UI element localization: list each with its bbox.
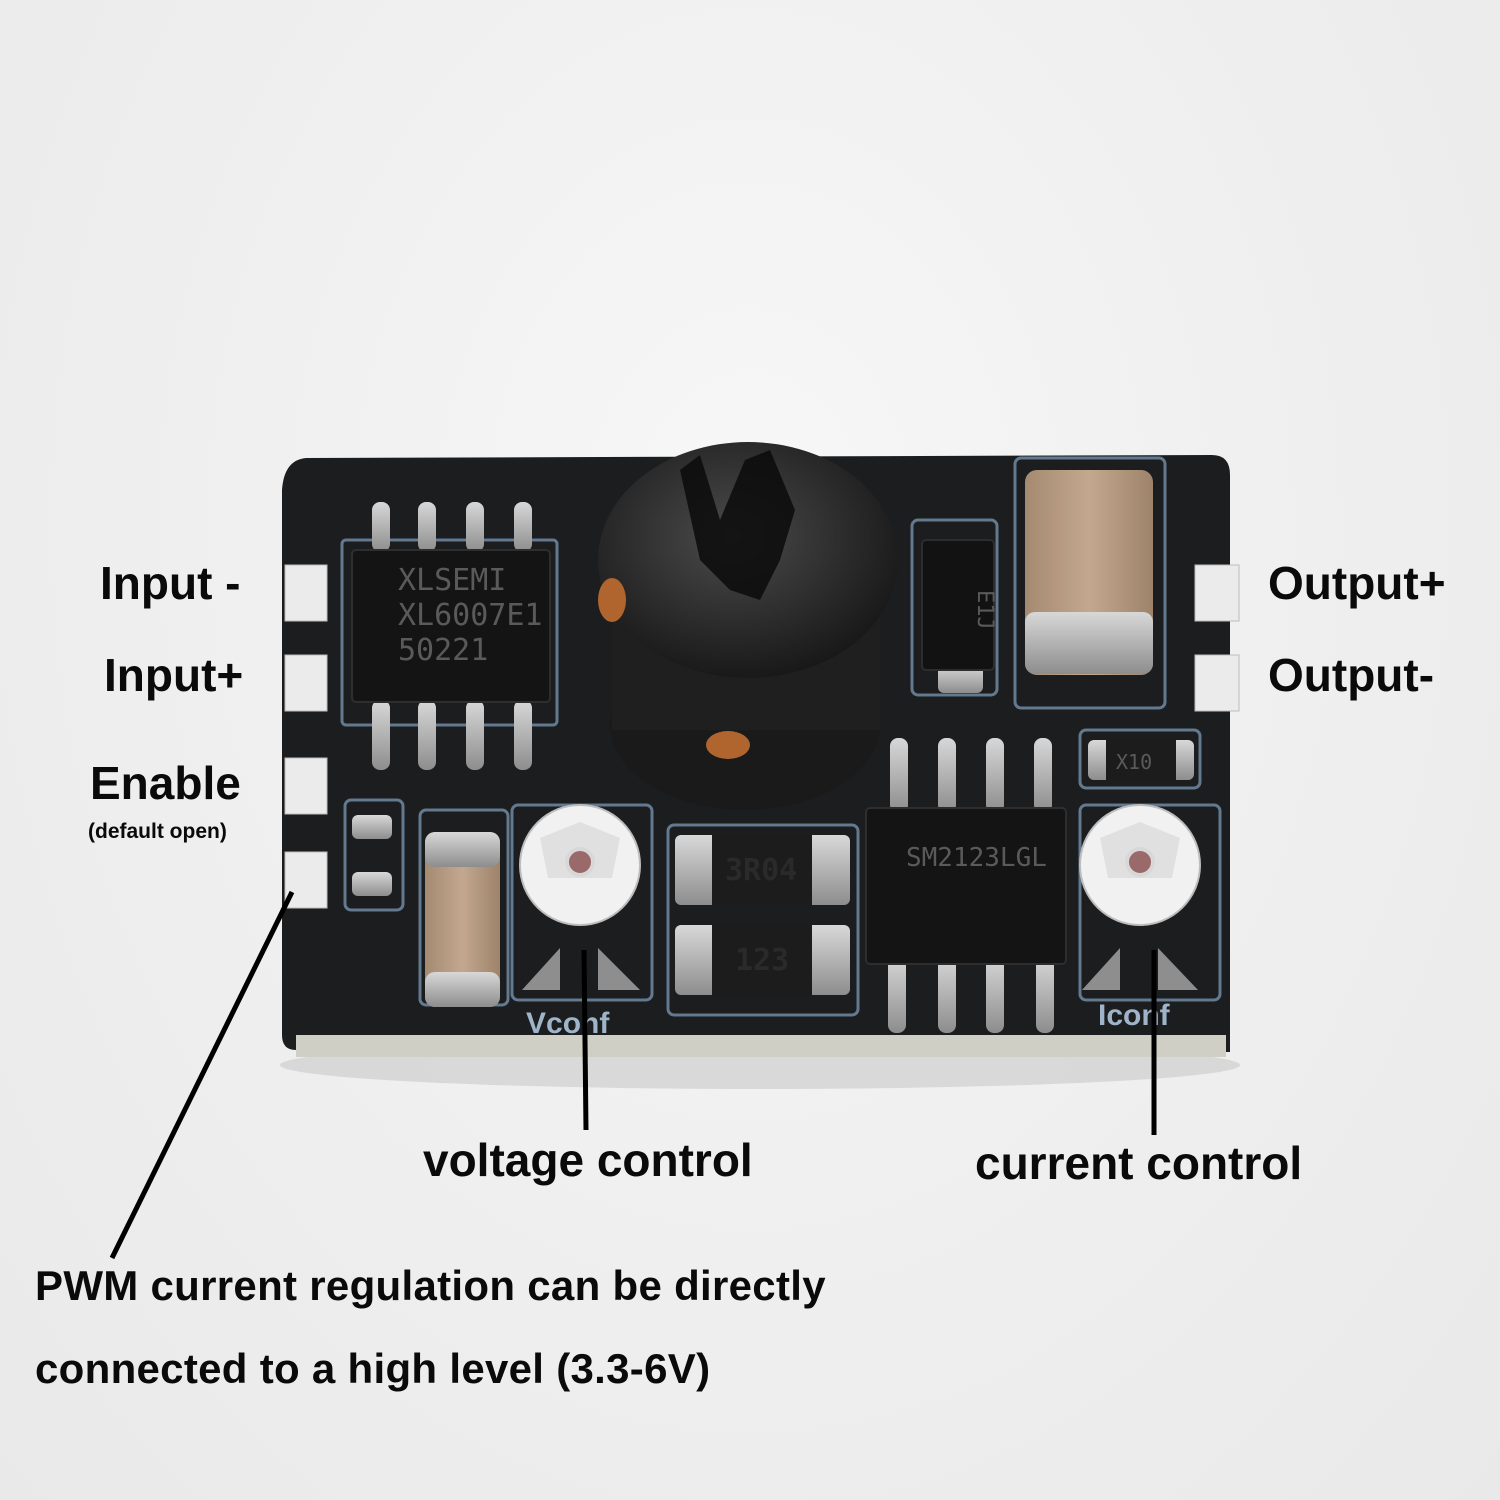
- silkscreen-iconf: Iconf: [1098, 999, 1171, 1032]
- pad-output-minus[interactable]: [1194, 654, 1240, 712]
- controller-ic: XLSEMI XL6007E1 50221: [351, 502, 551, 770]
- label-output-minus: Output-: [1268, 649, 1435, 701]
- label-input-plus: Input+: [104, 649, 244, 701]
- diode-marking: E1J: [972, 590, 997, 630]
- resistor-123: 123: [675, 925, 850, 995]
- controller-marking-1: XLSEMI: [398, 563, 506, 598]
- power-inductor: [598, 442, 898, 810]
- current-potentiometer[interactable]: [1079, 804, 1201, 990]
- silkscreen-vconf: Vconf: [526, 1007, 610, 1040]
- resistor-3r04: 3R04: [675, 835, 850, 905]
- regulator-marking: SM2123LGL: [906, 843, 1047, 873]
- tiny-components: [352, 815, 392, 896]
- label-enable: Enable: [90, 757, 241, 809]
- output-capacitor: [1025, 470, 1153, 675]
- voltage-potentiometer[interactable]: [519, 804, 641, 990]
- resistor-x10: X10: [1088, 740, 1194, 780]
- resistor-3r04-marking: 3R04: [725, 853, 797, 888]
- resistor-x10-marking: X10: [1116, 750, 1152, 774]
- pwm-leader-line: [109, 890, 295, 1260]
- label-output-plus: Output+: [1268, 557, 1446, 609]
- pad-input-minus[interactable]: [284, 564, 328, 622]
- resistor-123-marking: 123: [735, 943, 789, 978]
- controller-marking-2: XL6007E1: [398, 598, 543, 633]
- small-capacitor-left: [425, 832, 500, 1007]
- voltage-leader-line: [581, 949, 589, 1131]
- pad-input-plus[interactable]: [284, 654, 328, 712]
- pwm-note-line-1: PWM current regulation can be directly: [35, 1262, 826, 1309]
- pad-pwm[interactable]: [284, 851, 328, 909]
- pwm-note-line-2: connected to a high level (3.3-6V): [35, 1345, 711, 1392]
- label-current-control: current control: [975, 1137, 1303, 1189]
- label-input-minus: Input -: [100, 557, 241, 609]
- diode: E1J: [921, 539, 997, 693]
- regulator-ic: SM2123LGL: [865, 738, 1067, 1033]
- label-enable-note: (default open): [88, 820, 227, 843]
- pad-enable[interactable]: [284, 757, 328, 815]
- label-voltage-control: voltage control: [423, 1134, 753, 1186]
- pad-output-plus[interactable]: [1194, 564, 1240, 622]
- controller-marking-3: 50221: [398, 633, 488, 668]
